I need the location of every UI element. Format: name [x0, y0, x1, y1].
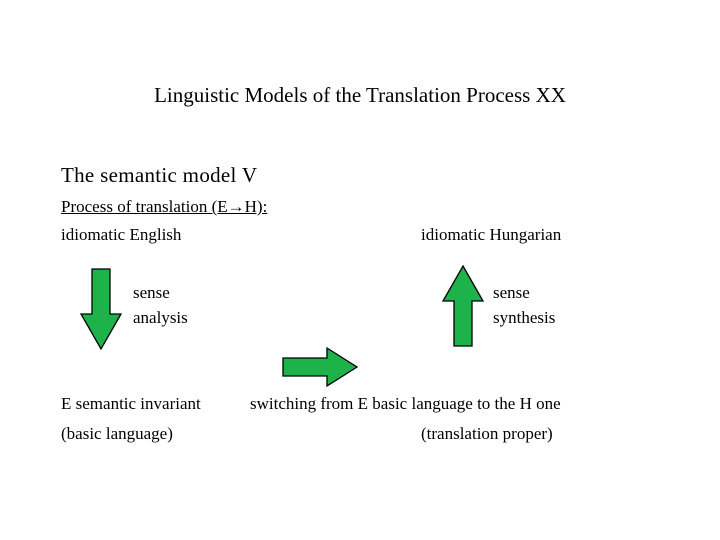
- sense-synthesis-line1: sense: [493, 283, 530, 302]
- sense-analysis-line1: sense: [133, 283, 170, 302]
- process-heading: Process of translation (E→H):: [61, 197, 268, 216]
- source-language-label: idiomatic English: [61, 225, 182, 244]
- semantic-invariant-label: E semantic invariant: [61, 394, 201, 413]
- target-language-label: idiomatic Hungarian: [421, 225, 562, 244]
- down-arrow-icon: [79, 268, 123, 351]
- slide-title: Linguistic Models of the Translation Pro…: [154, 83, 566, 107]
- sense-synthesis-label: sense synthesis: [493, 280, 583, 330]
- right-arrow-icon: [282, 346, 359, 388]
- slide-subtitle: The semantic model V: [61, 163, 258, 187]
- up-arrow-icon: [441, 264, 485, 347]
- sense-analysis-line2: analysis: [133, 308, 188, 327]
- basic-language-label: (basic language): [61, 424, 173, 443]
- switching-label: switching from E basic language to the H…: [250, 394, 561, 413]
- sense-analysis-label: sense analysis: [133, 280, 223, 330]
- sense-synthesis-line2: synthesis: [493, 308, 556, 327]
- translation-proper-label: (translation proper): [421, 424, 553, 443]
